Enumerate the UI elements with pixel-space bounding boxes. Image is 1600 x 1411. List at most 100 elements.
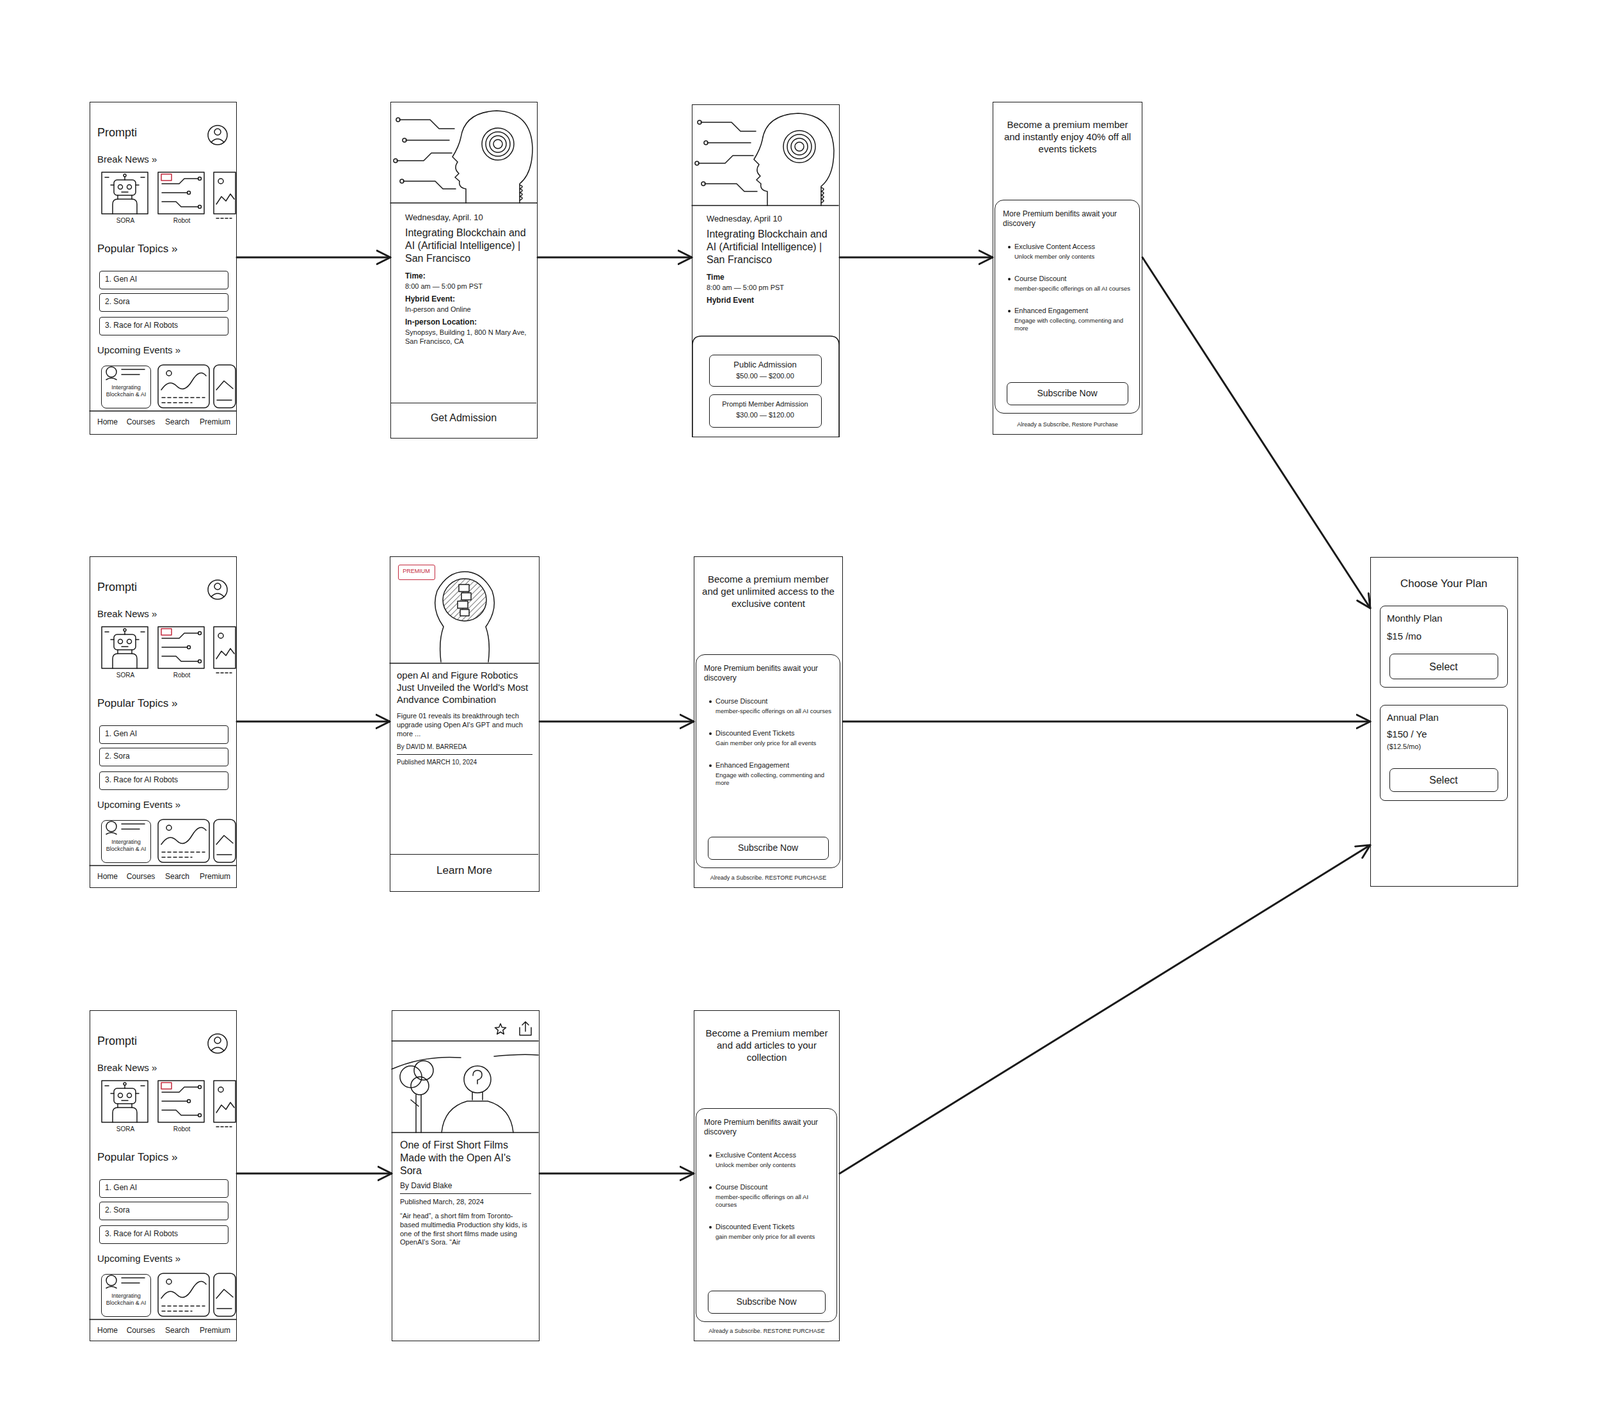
label-text: 3. Race for AI Robots	[104, 1228, 224, 1239]
label-text: Engage with collecting, commenting and m…	[1014, 316, 1131, 333]
label-text: Prompti	[97, 125, 175, 141]
screen-frame: Become a Premium member and add articles…	[693, 1009, 840, 1341]
label-text: Intergrating Blockchain & AI	[103, 384, 149, 399]
topic-pill: 3. Race for AI Robots	[99, 316, 229, 336]
flow-arrow	[537, 256, 692, 259]
label-text: $50.00 — $200.00	[709, 371, 821, 381]
hero-divider	[389, 662, 539, 664]
action-band: Get Admission	[391, 402, 537, 434]
label-text: Enhanced Engagement	[715, 760, 832, 770]
label-text: Prompti	[97, 579, 175, 595]
flow-arrow	[539, 720, 694, 723]
screen-frame: Wednesday, April. 10Integrating Blockcha…	[390, 101, 538, 439]
label-text: One of First Short Films Made with the O…	[400, 1138, 532, 1177]
topic-pill: 2. Sora	[99, 1201, 229, 1220]
label-text: Intergrating Blockchain & AI	[103, 1292, 149, 1307]
action-button: Subscribe Now	[1006, 382, 1129, 406]
label-text: 2. Sora	[104, 296, 224, 307]
label-text: Hybrid Event:	[405, 294, 534, 304]
label-text: Become a premium member and get unlimite…	[700, 573, 836, 610]
label-text: SORA	[102, 671, 149, 680]
chip-block	[458, 584, 470, 592]
topic-pill: 1. Gen AI	[99, 725, 229, 744]
flow-arrow	[539, 1172, 694, 1175]
premium-tag: PREMIUM	[398, 564, 436, 580]
label-text: Time:	[405, 271, 534, 281]
action-button: Select	[1389, 653, 1499, 680]
label-text: Already a Subscribe, Restore Purchase	[995, 421, 1140, 429]
label-text: Select	[1390, 660, 1497, 674]
chip-block	[457, 600, 468, 608]
label-text: In-person and Online	[405, 305, 534, 315]
label-text: Premium	[195, 417, 235, 427]
connector-group	[236, 257, 1371, 1174]
topic-pill: 1. Gen AI	[99, 1178, 229, 1198]
label-text: 8:00 am — 5:00 pm PST	[405, 282, 534, 292]
label-text: 3. Race for AI Robots	[104, 775, 224, 785]
label-text: Courses	[122, 871, 160, 882]
label-text: Subscribe Now	[708, 842, 828, 854]
label-text: More Premium benifits await your discove…	[1002, 209, 1131, 229]
label-text: Engage with collecting, commenting and m…	[715, 771, 832, 787]
topic-pill: 2. Sora	[99, 747, 229, 767]
label-text: Learn More	[390, 863, 539, 877]
label-text: Courses	[122, 417, 160, 427]
share-icon	[519, 1021, 532, 1035]
label-text: Subscribe Now	[1007, 387, 1128, 400]
label-text: Monthly Plan	[1386, 612, 1503, 625]
label-text: ($12.5/mo)	[1386, 742, 1503, 752]
content-card: Intergrating Blockchain & AI	[101, 365, 152, 409]
label-text: Home	[91, 871, 124, 882]
label-text: Break News »	[97, 153, 200, 166]
label-text: Hybrid Event	[706, 295, 835, 306]
label-text: Home	[91, 1325, 124, 1336]
label-text: More Premium benifits await your discove…	[704, 663, 832, 683]
label-text: Enhanced Engagement	[1014, 306, 1131, 316]
flow-arrow	[236, 1172, 392, 1175]
label-text: Annual Plan	[1386, 711, 1503, 724]
label-text: Course Discount	[715, 1182, 829, 1192]
action-button: Select	[1389, 768, 1499, 792]
label-text: Published MARCH 10, 2024	[396, 758, 533, 767]
label-text: Prompti	[97, 1033, 175, 1049]
label-text: 2. Sora	[104, 1205, 224, 1215]
flow-arrow	[236, 256, 391, 259]
label-text: Public Admission	[709, 359, 821, 370]
label-text: Popular Topics »	[97, 241, 226, 256]
flow-arrow	[839, 256, 993, 259]
label-text: Upcoming Events »	[97, 798, 226, 811]
screen-frame: Become a premium member and get unlimite…	[693, 556, 843, 888]
label-text: Robot	[158, 216, 205, 226]
screen-frame: One of First Short Films Made with the O…	[391, 1009, 540, 1341]
label-text: Select	[1390, 773, 1497, 787]
label-text: $30.00 — $120.00	[709, 410, 821, 420]
topic-pill: 3. Race for AI Robots	[99, 1224, 229, 1244]
label-text: Exclusive Content Access	[715, 1150, 829, 1160]
benefit-panel: More Premium benifits await your discove…	[994, 199, 1140, 414]
label-text: Exclusive Content Access	[1014, 242, 1131, 252]
balloon-head	[464, 1065, 491, 1093]
label-text: Search	[159, 417, 196, 427]
flow-arrow	[236, 720, 390, 723]
label-text: gain member only price for all events	[715, 1232, 829, 1241]
label-text: SORA	[102, 1125, 149, 1134]
label-text: member-specific offerings on all AI cour…	[715, 1192, 829, 1209]
label-text: Break News »	[97, 608, 200, 621]
label-text: Integrating Blockchain and AI (Artificia…	[405, 226, 534, 265]
label-text: Robot	[158, 1125, 205, 1134]
label-text: member-specific offerings on all AI cour…	[1014, 284, 1131, 293]
screen-frame: Become a premium member and instantly en…	[992, 101, 1143, 435]
label-text: PREMIUM	[398, 567, 434, 575]
home-screen-art	[89, 125, 237, 411]
label-text: $150 / Ye	[1386, 728, 1503, 741]
label-text: Upcoming Events »	[97, 344, 226, 357]
label-text: Choose Your Plan	[1370, 576, 1517, 591]
topic-pill: 3. Race for AI Robots	[99, 771, 229, 790]
benefit-panel: More Premium benifits await your discove…	[695, 1107, 838, 1322]
label-text: 1. Gen AI	[104, 274, 224, 285]
label-text: Become a Premium member and add articles…	[700, 1027, 833, 1064]
label-text: Search	[159, 1325, 196, 1336]
label-text: Break News »	[97, 1061, 200, 1074]
bottom-sheet	[692, 336, 840, 437]
star-icon	[494, 1023, 506, 1034]
